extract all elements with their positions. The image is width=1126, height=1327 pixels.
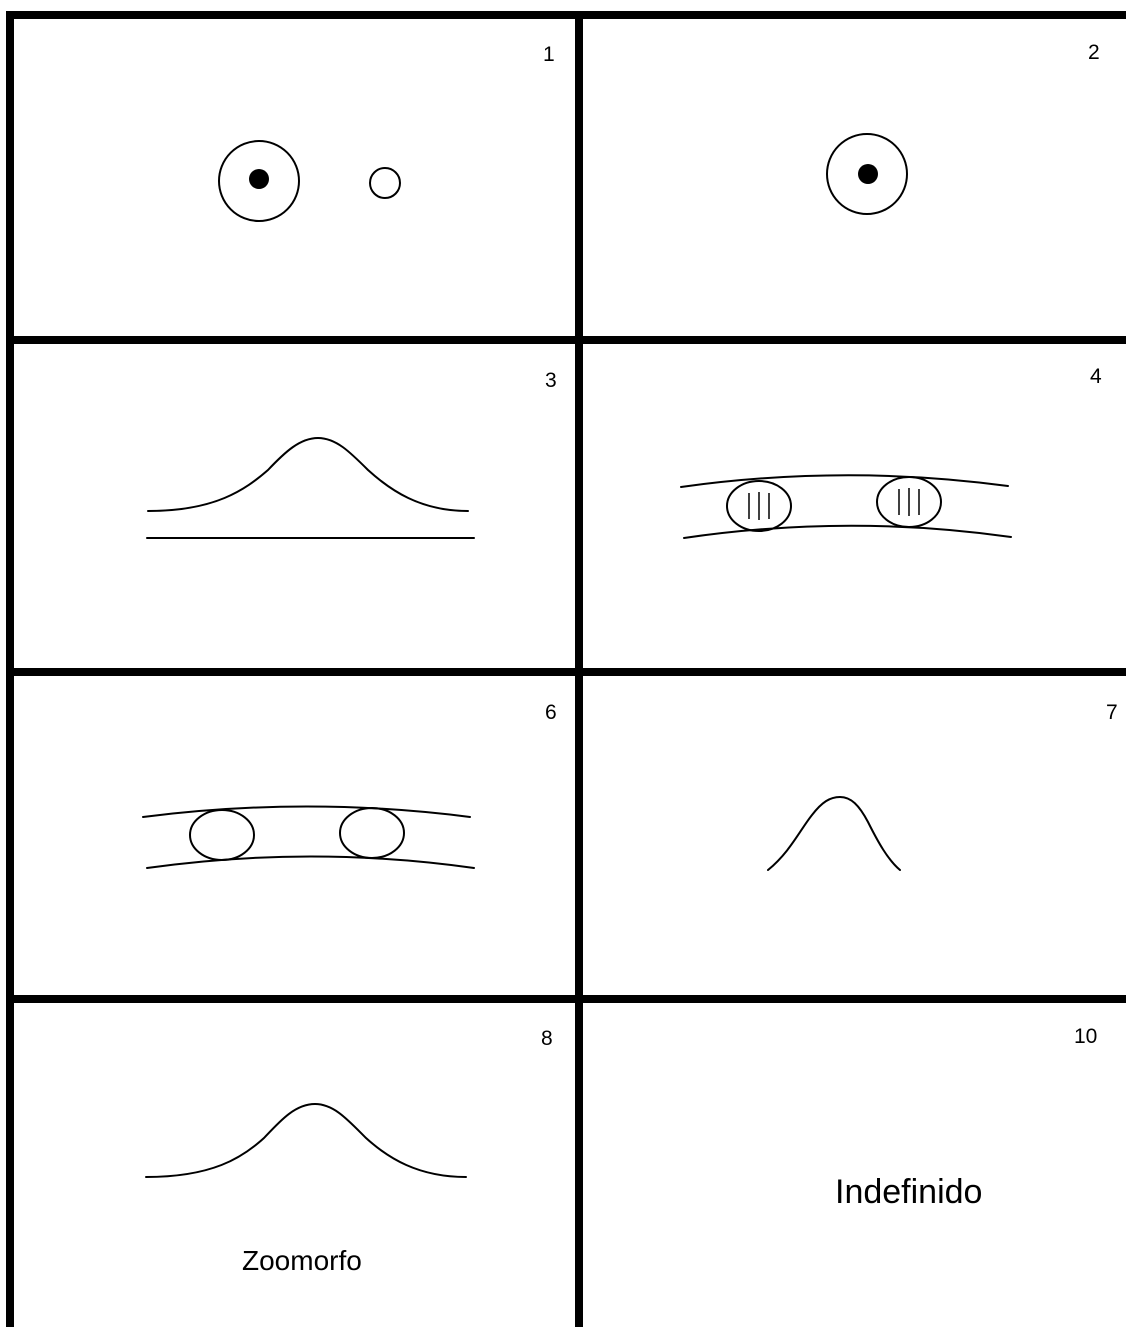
oval-right: [340, 808, 404, 858]
cell-4-motif: [681, 475, 1011, 538]
cell-10-number: 10: [1074, 1025, 1097, 1048]
cell-7-number: 7: [1106, 701, 1118, 724]
cell-6-number: 6: [545, 701, 557, 724]
cell-3-number: 3: [545, 369, 557, 392]
cell-7-motif: [768, 797, 900, 870]
cell-8-motif: [146, 1104, 466, 1177]
cell-6-motif: [143, 807, 474, 869]
hump-curve: [146, 1104, 466, 1177]
ringed-dot-center: [249, 169, 269, 189]
cell-1-motif: [219, 141, 400, 221]
oval-left: [190, 810, 254, 860]
cell-4-number: 4: [1090, 365, 1102, 388]
cell-3-motif: [147, 438, 474, 538]
cell-1-number: 1: [543, 43, 555, 66]
cell-10-label: Indefinido: [835, 1173, 982, 1211]
grid-lines: [10, 11, 1126, 1327]
band-bottom-line: [684, 526, 1011, 538]
cell-8-label: Zoomorfo: [242, 1245, 362, 1276]
band-top-line: [681, 475, 1008, 487]
band-top-line: [143, 807, 470, 818]
band-bottom-line: [147, 857, 474, 869]
hump-curve: [768, 797, 900, 870]
cell-2-number: 2: [1088, 41, 1100, 64]
cell-8-number: 8: [541, 1027, 553, 1050]
hump-curve: [148, 438, 468, 511]
ringed-dot-center: [858, 164, 878, 184]
small-circle: [370, 168, 400, 198]
cell-2-motif: [827, 134, 907, 214]
